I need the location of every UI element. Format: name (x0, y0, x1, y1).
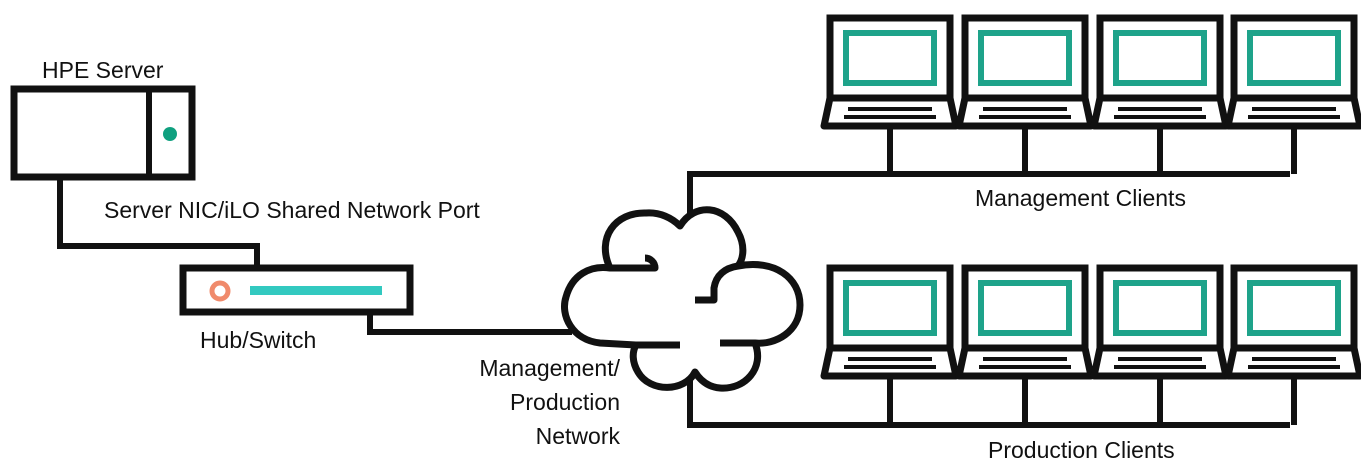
switch-port-led (209, 280, 231, 302)
shared-port-label: Server NIC/iLO Shared Network Port (104, 197, 480, 223)
production-laptop-1 (820, 264, 960, 425)
laptop-screen (843, 30, 937, 86)
laptop-screen (978, 30, 1072, 86)
laptop-screen (1247, 30, 1341, 86)
server-status-led (163, 127, 177, 141)
network-label-line1: Management/ (479, 355, 620, 381)
production-clients-label: Production Clients (988, 437, 1175, 463)
switch-port-bar (250, 286, 382, 295)
production-laptop-3 (1090, 264, 1230, 425)
laptop-base (820, 344, 960, 380)
laptop-base (820, 94, 960, 130)
management-clients-label: Management Clients (975, 185, 1186, 211)
production-clients-group (820, 264, 1361, 425)
management-clients-group (820, 14, 1361, 174)
network-label-line3: Network (536, 423, 621, 449)
production-laptop-4 (1224, 264, 1361, 425)
management-laptop-4 (1224, 14, 1361, 174)
laptop-screen (1113, 280, 1207, 336)
hpe-server (10, 85, 196, 181)
laptop-base (1224, 94, 1361, 130)
laptop-base (955, 344, 1095, 380)
laptop-screen (978, 280, 1072, 336)
laptop-base (1224, 344, 1361, 380)
server-switch-link (57, 148, 260, 278)
server-label: HPE Server (42, 57, 164, 83)
production-laptop-2 (955, 264, 1095, 425)
network-label-line2: Production (510, 389, 620, 415)
laptop-screen (843, 280, 937, 336)
laptop-base (1090, 344, 1230, 380)
management-laptop-2 (955, 14, 1095, 174)
laptop-base (1090, 94, 1230, 130)
network-cloud (561, 206, 804, 392)
production-bus (687, 375, 1290, 428)
laptop-base (955, 94, 1095, 130)
hub-switch (179, 264, 414, 316)
hub-switch-label: Hub/Switch (200, 327, 316, 353)
management-laptop-1 (820, 14, 960, 174)
laptop-screen (1247, 280, 1341, 336)
management-laptop-3 (1090, 14, 1230, 174)
laptop-screen (1113, 30, 1207, 86)
